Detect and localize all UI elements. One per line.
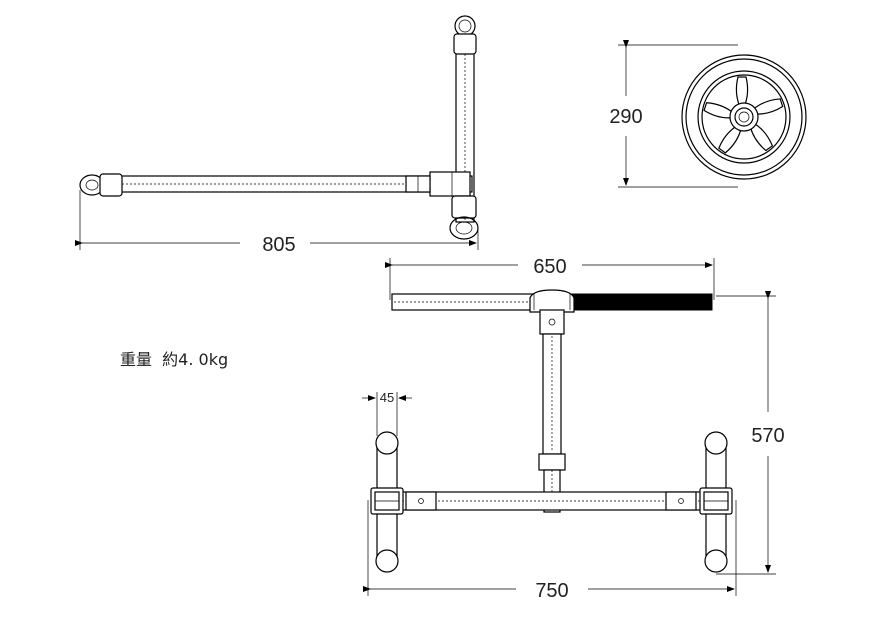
dim-height: 570 (751, 425, 784, 447)
right-top-caster (704, 431, 728, 455)
dim-wheel-diameter: 290 (609, 106, 642, 128)
side-top-ring (454, 15, 476, 37)
handle-t-joint (529, 289, 575, 313)
weight-label: 重量 約4. 0kg (120, 350, 229, 369)
handle-grip (569, 293, 713, 311)
right-bottom-caster (704, 549, 728, 573)
dim-leg-width: 45 (380, 390, 394, 405)
front-view: 650 570 750 45 (362, 256, 785, 602)
side-view: 805 (75, 15, 479, 256)
left-top-caster (375, 431, 399, 455)
side-bottom-caster (449, 216, 479, 240)
wheel-spokes (703, 76, 784, 154)
wheel-hub (729, 102, 759, 132)
dim-base-width: 750 (535, 580, 568, 602)
dim-handle-width: 650 (533, 256, 566, 278)
wheel-view: 290 (609, 40, 807, 188)
wheel-tire (681, 54, 807, 180)
dim-side-length: 805 (262, 234, 295, 256)
left-bottom-caster (375, 549, 399, 573)
